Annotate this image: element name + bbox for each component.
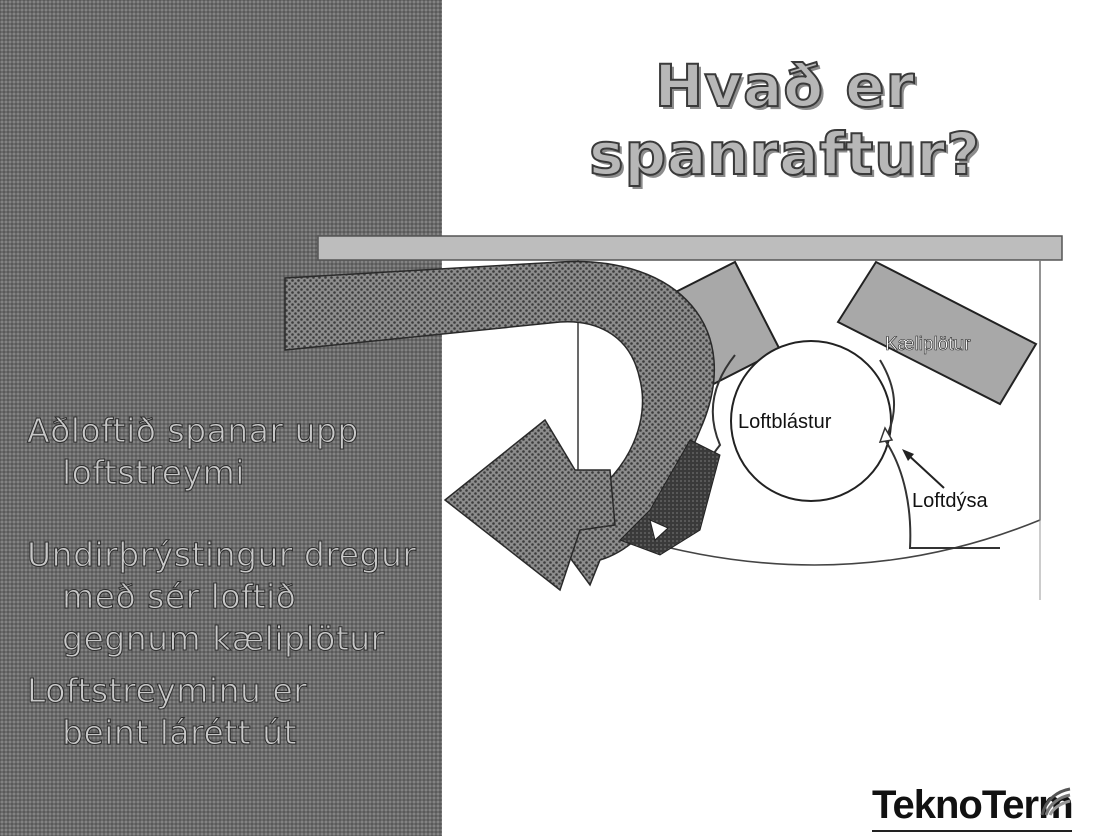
- bullet-line: með sér loftið: [62, 577, 297, 617]
- nozzle-arrowhead: [878, 426, 894, 443]
- cooling-plate-right: [836, 260, 1038, 406]
- fan-circle: [730, 340, 892, 502]
- teknoterm-logo: TeknoTerm: [872, 783, 1074, 833]
- bullet-item: Undirþrýstingur dregur með sér loftið ge…: [0, 534, 470, 660]
- leaf-logo-icon: [1040, 787, 1071, 816]
- bullet-line: Undirþrýstingur dregur: [27, 535, 417, 575]
- left-panel: [0, 0, 442, 836]
- slide-title: Hvað er spanraftur?: [570, 51, 1000, 189]
- bullet-line: loftstreymi: [62, 453, 245, 493]
- title-line-2: spanraftur?: [588, 119, 981, 189]
- logo-text: TeknoTerm: [872, 783, 1074, 827]
- logo-underline: [872, 830, 1072, 832]
- nozzle-pointer-line: [904, 451, 945, 489]
- bullet-line: Aðloftið spanar upp: [27, 411, 359, 451]
- bullet-list: Aðloftið spanar upp loftstreymi Undirþrý…: [0, 410, 470, 754]
- bullet-item: Aðloftið spanar upp loftstreymi: [0, 410, 470, 494]
- ceiling-bar: [317, 235, 1063, 261]
- inner-flow-tip: [649, 519, 669, 541]
- bullet-line: beint lárétt út: [62, 713, 298, 753]
- inner-flow-band: [619, 439, 721, 556]
- label-cooling-plates: Kæliplötur: [885, 334, 971, 355]
- title-line-1: Hvað er: [654, 51, 916, 121]
- label-fan: Loftblástur: [738, 411, 832, 433]
- bullet-item: Loftstreyminu er beint lárétt út: [0, 670, 470, 754]
- label-nozzle: Loftdýsa: [912, 490, 988, 512]
- bullet-line: Loftstreyminu er: [27, 671, 308, 711]
- nozzle-pointer-head: [902, 449, 914, 461]
- bullet-line: gegnum kæliplötur: [62, 619, 385, 659]
- arrowhead-lower: [443, 418, 616, 592]
